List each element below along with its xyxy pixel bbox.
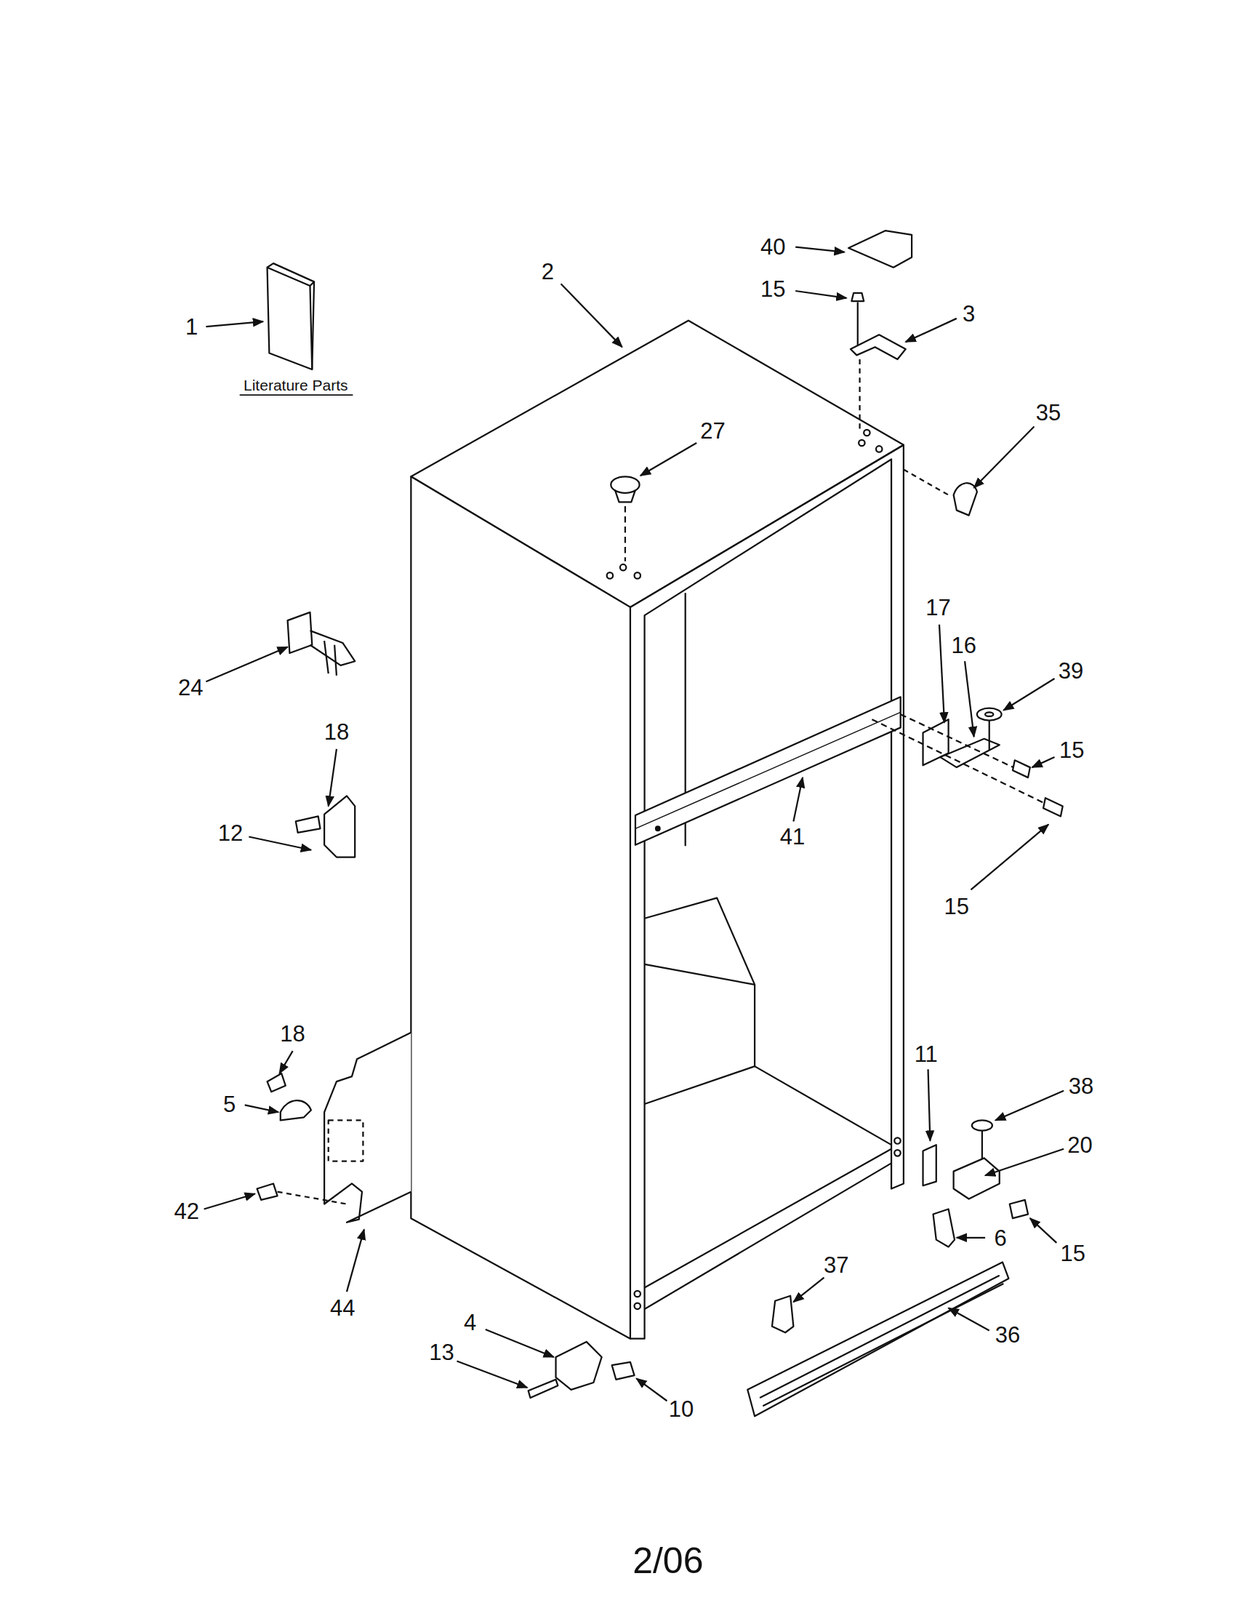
callout-number: 24	[178, 676, 203, 699]
callout-number: 44	[330, 1296, 355, 1319]
callout-number: 2	[541, 260, 554, 283]
callout-number: 4	[463, 1310, 477, 1334]
callout-number: 27	[700, 418, 725, 442]
callout-number: 41	[780, 825, 805, 848]
callout-number: 36	[995, 1322, 1020, 1345]
callout-number: 17	[925, 595, 951, 618]
callout-number: 3	[962, 301, 975, 325]
callout-number: 11	[914, 1042, 938, 1066]
callout-number: 16	[950, 633, 976, 656]
callout-number: 15	[944, 894, 970, 917]
callout-number: 18	[279, 1022, 305, 1045]
callout-number: 13	[428, 1339, 454, 1363]
callout-number: 1	[185, 314, 198, 338]
callout-number: 6	[994, 1225, 1007, 1249]
callout-number: 20	[1067, 1132, 1092, 1156]
callout-number: 5	[223, 1091, 236, 1115]
section-label: Literature Parts	[243, 376, 349, 392]
callout-number: 15	[1059, 738, 1084, 762]
date-code: 2/06	[632, 1541, 704, 1579]
callout-number: 38	[1068, 1073, 1094, 1097]
callout-number: 39	[1058, 658, 1084, 682]
callout-number: 12	[218, 820, 243, 844]
callout-number: 35	[1035, 400, 1061, 424]
callout-number: 40	[760, 235, 786, 259]
callout-number: 42	[173, 1199, 199, 1223]
callout-number: 18	[324, 719, 349, 743]
callout-number: 37	[823, 1253, 849, 1276]
callout-number: 10	[668, 1397, 694, 1420]
callout-number: 15	[1060, 1240, 1086, 1264]
callout-number: 15	[760, 276, 786, 300]
